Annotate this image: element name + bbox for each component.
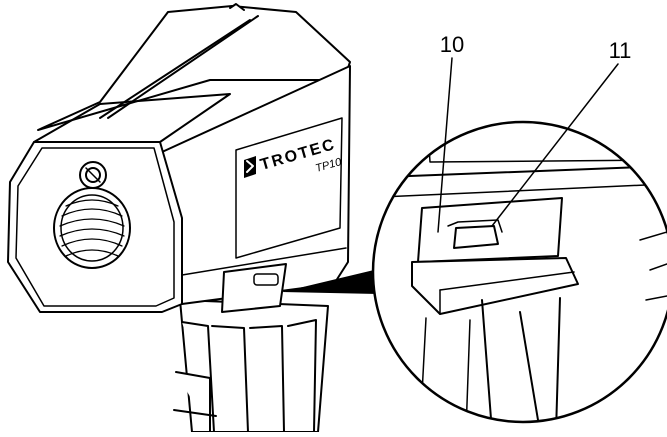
trotec-logo-icon	[244, 156, 256, 178]
housing-side	[161, 65, 351, 313]
pistol-grip	[173, 299, 329, 433]
zoom-detail	[371, 120, 667, 424]
sensor-opening-icon	[53, 187, 131, 269]
leader-lines	[437, 57, 619, 233]
callout-11: 11	[609, 38, 632, 63]
callout-10: 10	[440, 32, 464, 57]
laser-aperture-icon	[79, 161, 107, 189]
zoom-connector	[282, 270, 378, 294]
